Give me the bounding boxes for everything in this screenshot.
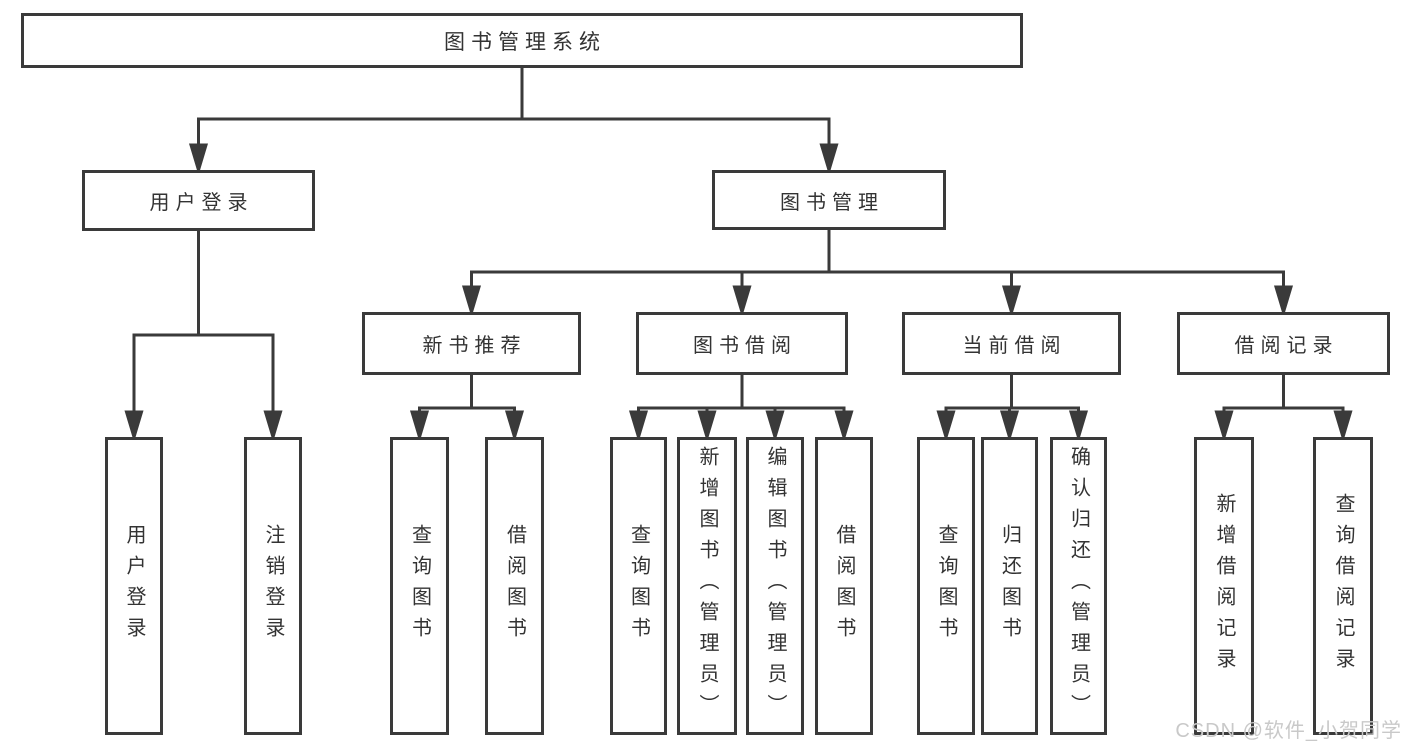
leaf-confirm-return-admin: 确认归还（管理员） — [1050, 437, 1107, 735]
node-label: 查询借阅记录 — [1332, 493, 1354, 679]
leaf-borrow-books-recommend: 借阅图书 — [485, 437, 544, 735]
node-label: 归还图书 — [998, 524, 1021, 648]
node-label: 图书管理系统 — [444, 30, 606, 54]
leaf-query-borrow-record: 查询借阅记录 — [1313, 437, 1373, 735]
leaf-user-login: 用户登录 — [105, 437, 163, 735]
node-label: 用户登录 — [123, 524, 145, 648]
node-library-management-system: 图书管理系统 — [21, 13, 1023, 68]
node-book-borrowing: 图书借阅 — [636, 312, 848, 375]
node-label: 注销登录 — [262, 524, 284, 648]
node-label: 图书管理 — [780, 191, 884, 214]
node-label: 新增借阅记录 — [1213, 493, 1235, 679]
node-label: 查询图书 — [627, 524, 650, 648]
node-label: 借阅记录 — [1234, 335, 1339, 357]
leaf-query-books-recommend: 查询图书 — [390, 437, 449, 735]
node-label: 查询图书 — [935, 524, 957, 648]
leaf-add-books-admin: 新增图书（管理员） — [677, 437, 737, 735]
node-label: 编辑图书（管理员） — [764, 446, 786, 725]
node-label: 确认归还（管理员） — [1067, 446, 1090, 725]
leaf-borrow-books: 借阅图书 — [815, 437, 873, 735]
node-borrowing-records: 借阅记录 — [1177, 312, 1390, 375]
leaf-return-books: 归还图书 — [981, 437, 1038, 735]
node-book-management: 图书管理 — [712, 170, 946, 230]
leaf-query-books-borrow: 查询图书 — [610, 437, 667, 735]
node-label: 查询图书 — [408, 524, 431, 648]
leaf-logout: 注销登录 — [244, 437, 302, 735]
node-current-borrowing: 当前借阅 — [902, 312, 1121, 375]
node-label: 新增图书（管理员） — [696, 446, 718, 725]
node-label: 用户登录 — [149, 192, 254, 214]
leaf-edit-books-admin: 编辑图书（管理员） — [746, 437, 804, 735]
leaf-query-books-current: 查询图书 — [917, 437, 975, 735]
node-label: 图书借阅 — [693, 335, 797, 357]
csdn-watermark: CSDN @软件_小贺同学 — [1175, 720, 1402, 742]
node-label: 当前借阅 — [962, 335, 1067, 357]
node-new-book-recommendation: 新书推荐 — [362, 312, 581, 375]
node-label: 借阅图书 — [503, 524, 526, 648]
leaf-add-borrow-record: 新增借阅记录 — [1194, 437, 1254, 735]
node-label: 新书推荐 — [422, 335, 527, 357]
node-user-login: 用户登录 — [82, 170, 315, 231]
node-label: 借阅图书 — [833, 524, 855, 648]
